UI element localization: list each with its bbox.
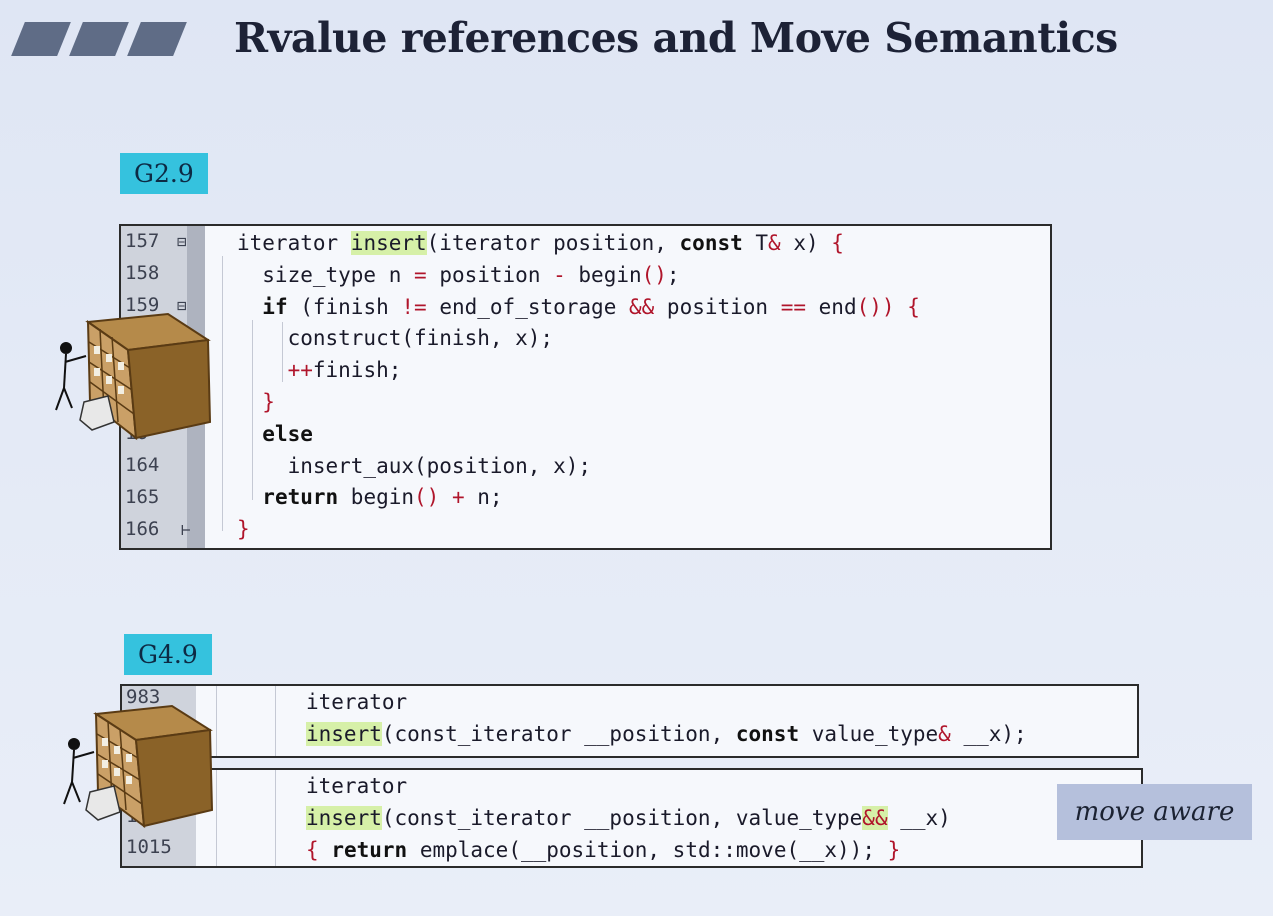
- line-number: 159: [125, 294, 160, 316]
- g29-code: iterator insert(iterator position, const…: [237, 231, 920, 542]
- filing-shelf-illustration: [55, 312, 212, 441]
- g29-code-box: 157 158 159 16 164 165 166 ⊟ ⊟ ⊢ iterato…: [119, 224, 1052, 550]
- line-number: 157: [125, 230, 160, 252]
- line-number: 164: [125, 454, 160, 476]
- move-aware-note: move aware: [1057, 784, 1252, 840]
- slide-title: Rvalue references and Move Semantics: [234, 14, 1118, 62]
- filing-shelf-illustration: [63, 704, 214, 829]
- g49-code-box-rvalue: 1 1015 iterator insert(const_iterator __…: [120, 768, 1143, 868]
- line-number: 1015: [126, 836, 172, 858]
- line-number: 983: [126, 686, 161, 708]
- g49-code-rvalue: iterator insert(const_iterator __positio…: [306, 774, 951, 862]
- line-number: 158: [125, 262, 160, 284]
- fold-collapse-icon[interactable]: ⊟: [177, 232, 187, 251]
- line-number: 166: [125, 518, 160, 540]
- fold-collapse-icon[interactable]: ⊟: [177, 296, 187, 315]
- line-number: 165: [125, 486, 160, 508]
- g29-badge: G2.9: [120, 153, 208, 194]
- fold-end-icon: ⊢: [181, 520, 191, 539]
- g49-badge: G4.9: [124, 634, 212, 675]
- g49-code-box-lvalue: 983 iterator insert(const_iterator __pos…: [120, 684, 1139, 758]
- title-bars-decoration: [8, 22, 188, 58]
- g49-code-lvalue: iterator insert(const_iterator __positio…: [306, 690, 1027, 746]
